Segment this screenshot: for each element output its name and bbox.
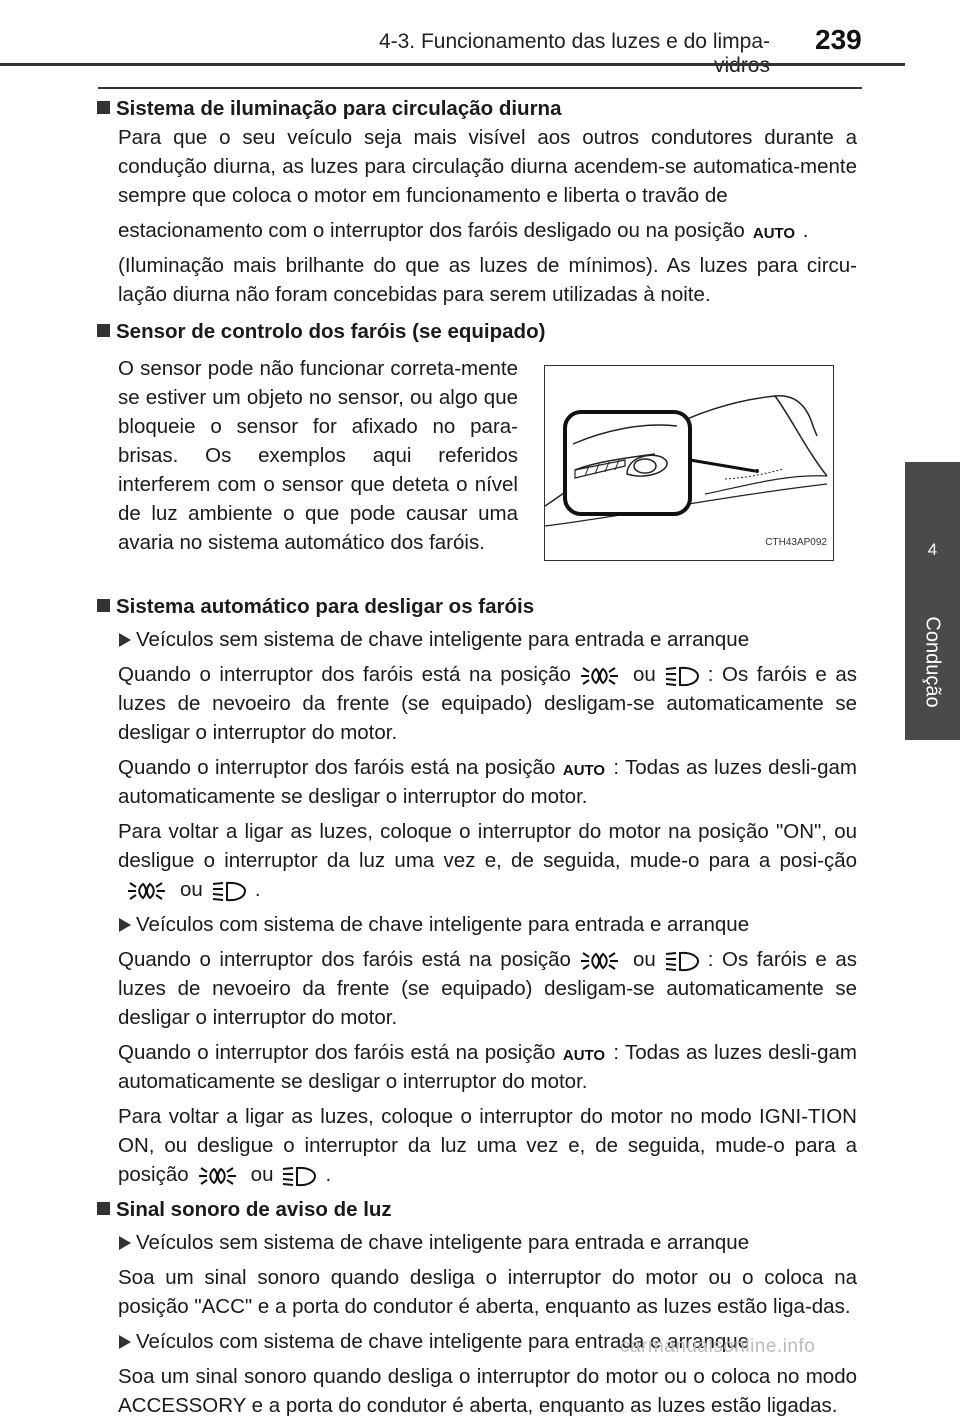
heading-auto-off: Sistema automático para desligar os faró… [97, 592, 857, 621]
text-segment: Para voltar a ligar as luzes, coloque o … [118, 1105, 857, 1186]
page-body: Sistema de iluminação para circulação di… [97, 94, 857, 1420]
text-segment: : Todas as luzes desli-gam automaticamen… [118, 756, 858, 808]
svg-text:AUTO: AUTO [753, 225, 796, 241]
text-segment: ou [632, 663, 656, 686]
drl-p2-end: . [802, 219, 809, 242]
chapter-side-tab: 4 Condução [905, 462, 960, 740]
chapter-label: Condução [921, 616, 944, 708]
text-segment: ou [632, 948, 656, 971]
text-segment: . [254, 878, 261, 901]
text-segment: Quando o interruptor dos faróis está na … [118, 1041, 556, 1064]
auto-off-b2: Quando o interruptor dos faróis está na … [118, 1038, 857, 1096]
subheading-text: Veículos com sistema de chave inteligent… [136, 1330, 750, 1353]
text-segment: Quando o interruptor dos faróis está na … [118, 663, 571, 686]
heading-drl-text: Sistema de iluminação para circulação di… [116, 97, 562, 120]
headlight-switch-icon [665, 666, 699, 686]
subheading-text: Veículos com sistema de chave inteligent… [136, 913, 750, 936]
sensor-paragraph: O sensor pode não funcionar correta-ment… [118, 357, 518, 554]
section-title: 4-3. Funcionamento das luzes e do limpa-… [378, 30, 770, 77]
text-segment: . [325, 1163, 332, 1186]
svg-text:AUTO: AUTO [563, 1047, 606, 1063]
square-bullet-icon [97, 324, 110, 337]
subheading-no-smart-key: Veículos sem sistema de chave inteligent… [118, 1228, 857, 1257]
text-segment: Quando o interruptor dos faróis está na … [118, 756, 556, 779]
heading-auto-off-text: Sistema automático para desligar os faró… [116, 595, 535, 618]
triangle-bullet-icon [119, 1236, 131, 1250]
subheading-text: Veículos sem sistema de chave inteligent… [136, 1231, 750, 1254]
text-segment: Para voltar a ligar as luzes, coloque o … [118, 820, 857, 872]
text-segment: : Os faróis e as luzes de nevoeiro da fr… [118, 663, 857, 744]
heading-sensor-text: Sensor de controlo dos faróis (se equipa… [116, 320, 546, 343]
auto-switch-icon: AUTO [753, 225, 796, 241]
heading-sensor: Sensor de controlo dos faróis (se equipa… [97, 317, 857, 346]
text-segment: ou [180, 878, 203, 901]
text-segment: : Os faróis e as luzes de nevoeiro da fr… [118, 948, 857, 1029]
sensor-illustration: CTH43AP092 [544, 365, 834, 561]
subheading-no-smart-key: Veículos sem sistema de chave inteligent… [118, 625, 857, 654]
watermark: carmanualsonline.info [620, 1336, 816, 1357]
section-rule [98, 87, 862, 89]
text-segment: ou [250, 1163, 274, 1186]
svg-text:AUTO: AUTO [563, 762, 606, 778]
headlight-switch-icon [665, 951, 699, 971]
sidelight-switch-icon [580, 666, 618, 685]
auto-switch-icon: AUTO [563, 1047, 606, 1063]
text-segment: : Todas as luzes desli-gam automaticamen… [118, 1041, 858, 1093]
triangle-bullet-icon [119, 633, 131, 647]
square-bullet-icon [97, 599, 110, 612]
sensor-block: O sensor pode não funcionar correta-ment… [97, 354, 857, 592]
subheading-smart-key: Veículos com sistema de chave inteligent… [118, 1327, 857, 1356]
auto-off-a1: Quando o interruptor dos faróis está na … [118, 660, 857, 747]
page-number: 239 [815, 24, 862, 55]
windshield-sensor-drawing [545, 395, 828, 527]
auto-off-b3: Para voltar a ligar as luzes, coloque o … [118, 1102, 857, 1189]
auto-off-a3: Para voltar a ligar as luzes, coloque o … [118, 817, 857, 904]
buzzer-c2: Soa um sinal sonoro quando desliga o int… [118, 1365, 857, 1417]
auto-off-b1: Quando o interruptor dos faróis está na … [118, 945, 857, 1032]
buzzer-c1: Soa um sinal sonoro quando desliga o int… [118, 1266, 857, 1318]
chapter-number: 4 [927, 540, 938, 559]
heading-buzzer: Sinal sonoro de aviso de luz [97, 1195, 857, 1224]
heading-buzzer-text: Sinal sonoro de aviso de luz [116, 1198, 392, 1221]
drl-p2-text: estacionamento com o interruptor dos far… [118, 219, 745, 242]
subheading-text: Veículos sem sistema de chave inteligent… [136, 628, 750, 651]
figure-code: CTH43AP092 [765, 537, 827, 548]
headlight-switch-icon [283, 1166, 317, 1186]
text-segment: Quando o interruptor dos faróis está na … [118, 948, 571, 971]
triangle-bullet-icon [119, 1335, 131, 1349]
auto-off-a2: Quando o interruptor dos faróis está na … [118, 753, 857, 811]
drl-paragraph-1: Para que o seu veículo seja mais visível… [118, 126, 857, 207]
auto-switch-icon: AUTO [563, 762, 606, 778]
triangle-bullet-icon [119, 918, 131, 932]
headlight-switch-icon [212, 881, 246, 901]
square-bullet-icon [97, 101, 110, 114]
drl-paragraph-2: estacionamento com o interruptor dos far… [118, 216, 857, 245]
sidelight-switch-icon [128, 881, 165, 900]
heading-drl: Sistema de iluminação para circulação di… [97, 94, 857, 123]
subheading-smart-key: Veículos com sistema de chave inteligent… [118, 910, 857, 939]
sidelight-switch-icon [580, 951, 618, 970]
square-bullet-icon [97, 1202, 110, 1215]
sidelight-switch-icon [198, 1166, 236, 1185]
drl-paragraph-3: (Iluminação mais brilhante do que as luz… [118, 254, 857, 306]
header-rule [0, 63, 905, 66]
